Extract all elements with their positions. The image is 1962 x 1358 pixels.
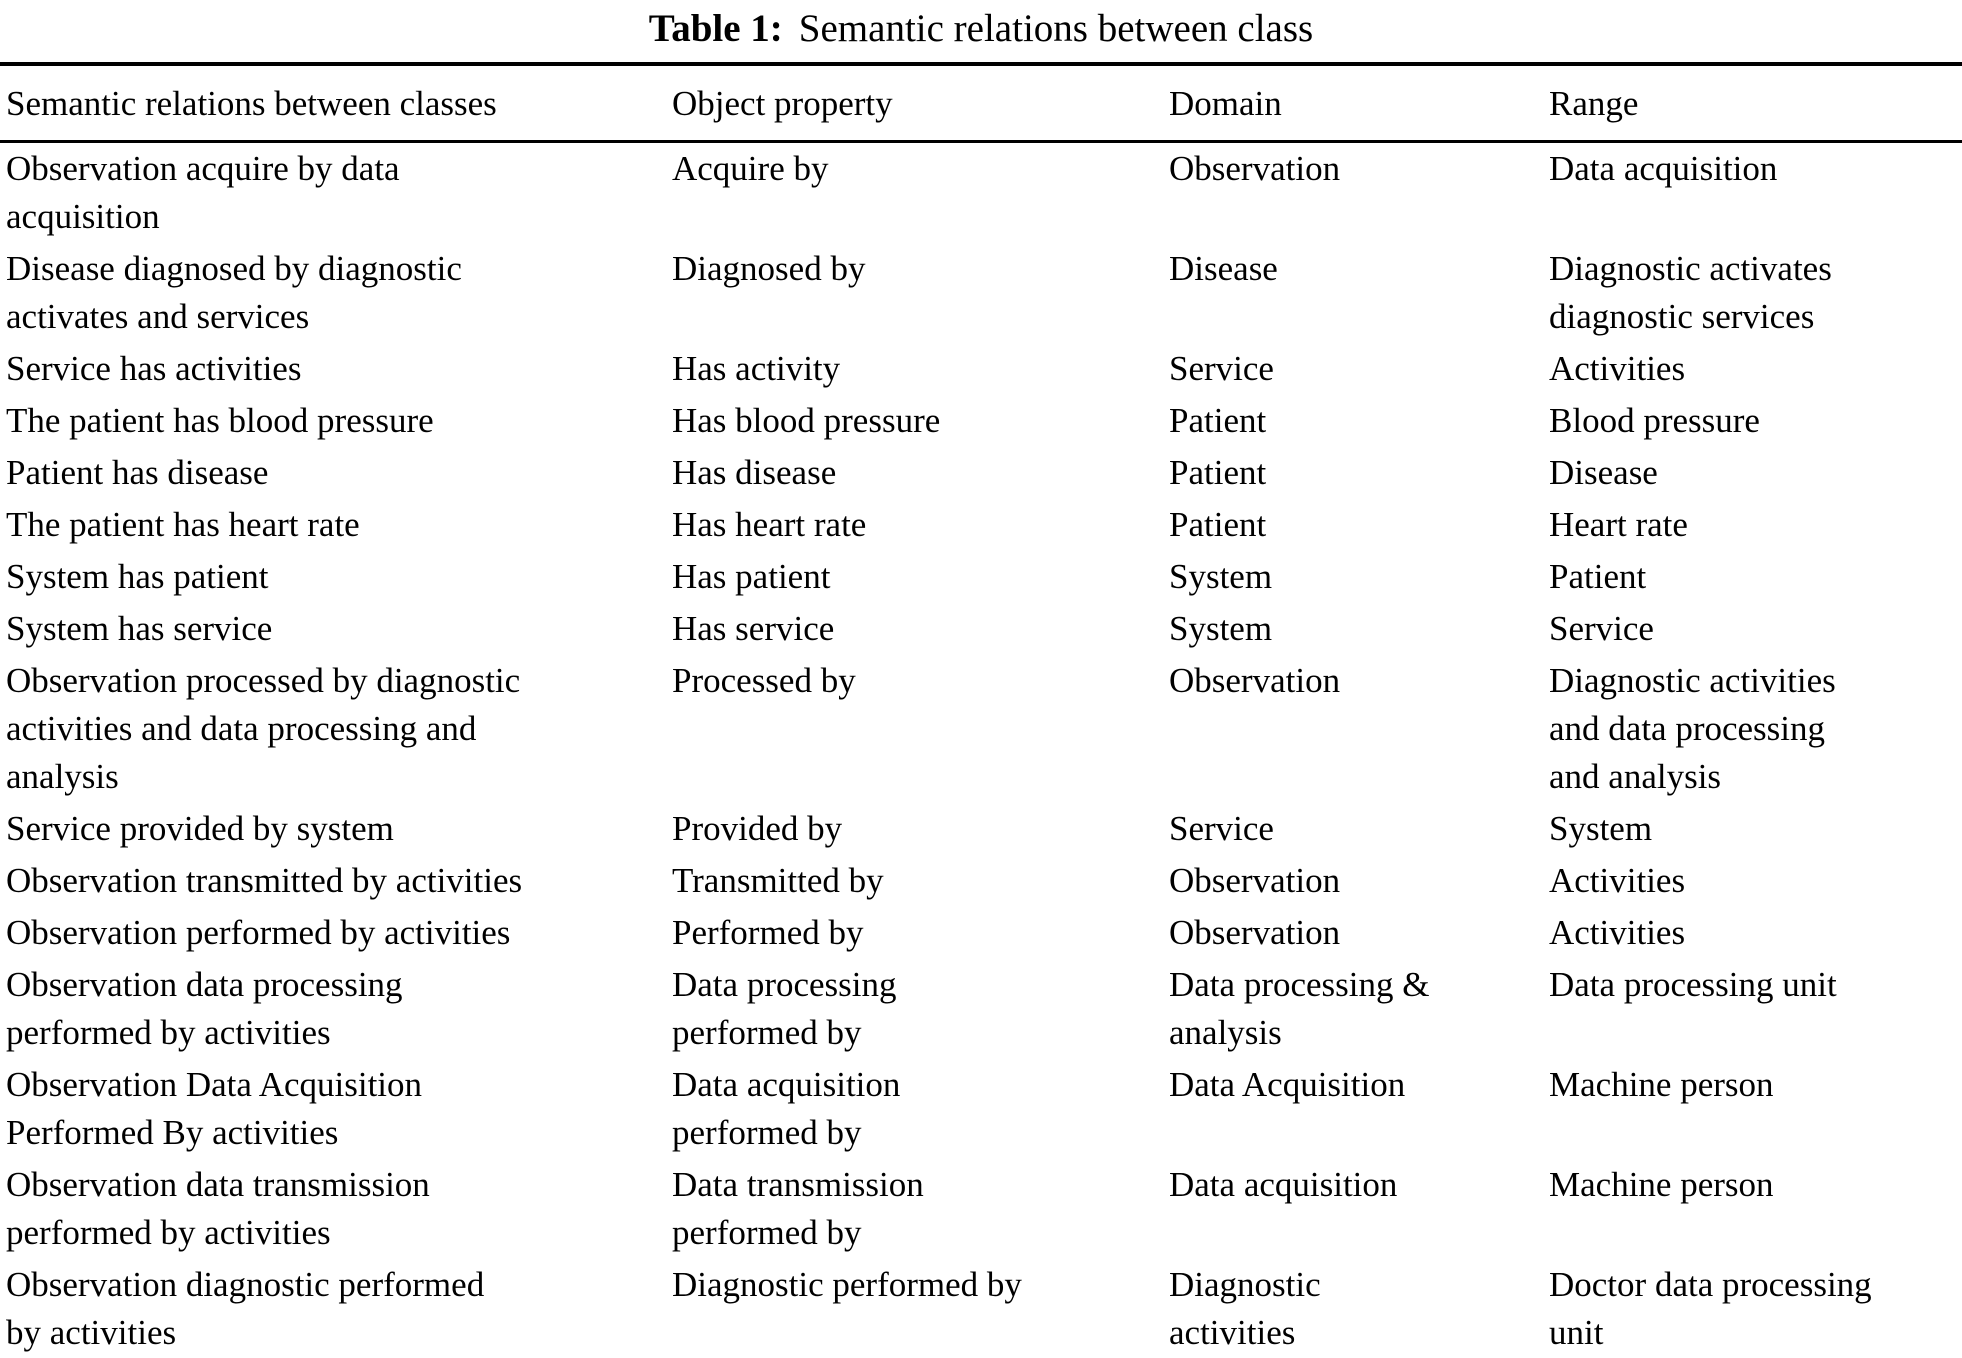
table-cell: Data acquisition performed by <box>672 1065 901 1152</box>
table-cell: Service has activities <box>6 349 302 388</box>
table-cell: Data acquisition <box>1549 149 1778 188</box>
table-caption: Table 1: Semantic relations between class <box>0 0 1962 62</box>
table-cell: Disease diagnosed by diagnostic activate… <box>6 249 462 336</box>
table-row: Observation processed by diagnostic acti… <box>0 655 1962 803</box>
table-cell: Observation <box>1169 861 1341 900</box>
table-cell: Patient <box>1169 401 1267 440</box>
table-cell: Data Acquisition <box>1169 1065 1406 1104</box>
table-row: Observation Data Acquisition Performed B… <box>0 1059 1962 1159</box>
table-row: System has service Has service System Servi… <box>0 603 1962 655</box>
table-cell: Service <box>1169 349 1274 388</box>
table-cell: Disease <box>1169 249 1278 288</box>
table-cell: Data processing & analysis <box>1169 965 1430 1052</box>
table-cell: The patient has blood pressure <box>6 401 434 440</box>
table-row: System has patient Has patient System Patie… <box>0 551 1962 603</box>
table-cell: Observation <box>1169 661 1341 700</box>
table-cell: Activities <box>1549 349 1686 388</box>
table-cell: Data acquisition <box>1169 1165 1398 1204</box>
table-row: Observation data processing performed by… <box>0 959 1962 1059</box>
table-row: Observation diagnostic performed by acti… <box>0 1259 1962 1358</box>
table-cell: Has blood pressure <box>672 401 941 440</box>
table-cell: Observation transmitted by activities <box>6 861 523 900</box>
table-cell: Disease <box>1549 453 1658 492</box>
table-cell: Processed by <box>672 661 856 700</box>
table-cell: Observation data processing performed by… <box>6 965 403 1052</box>
table-cell: Patient <box>1169 505 1267 544</box>
semantic-relations-table: Semantic relations between classes Objec… <box>0 62 1962 1358</box>
table-cell: Observation data transmission performed … <box>6 1165 430 1252</box>
table-cell: Blood pressure <box>1549 401 1760 440</box>
table-cell: Observation <box>1169 913 1341 952</box>
table-cell: Performed by <box>672 913 864 952</box>
table-cell: Has heart rate <box>672 505 867 544</box>
table-cell: Heart rate <box>1549 505 1688 544</box>
table-caption-text: Semantic relations between class <box>798 7 1314 50</box>
table-cell: System has service <box>6 609 273 648</box>
header-row: Semantic relations between classes Objec… <box>0 64 1962 143</box>
table-cell: Patient has disease <box>6 453 269 492</box>
table-cell: Service <box>1169 809 1274 848</box>
table-row: The patient has heart rate Has heart rate… <box>0 499 1962 551</box>
table-cell: Has disease <box>672 453 837 492</box>
table-row: Service has activities Has activity Servic… <box>0 343 1962 395</box>
column-header-relations: Semantic relations between classes <box>0 64 672 143</box>
column-header-domain: Domain <box>1169 64 1549 143</box>
table-cell: Observation performed by activities <box>6 913 511 952</box>
table-cell: Activities <box>1549 861 1686 900</box>
table-row: Patient has disease Has disease Patient Dis… <box>0 447 1962 499</box>
table-cell: System has patient <box>6 557 269 596</box>
table-cell: Diagnosed by <box>672 249 866 288</box>
table-cell: Machine person <box>1549 1065 1774 1104</box>
table-row: Disease diagnosed by diagnostic activate… <box>0 243 1962 343</box>
table-cell: Patient <box>1169 453 1267 492</box>
table-cell: Transmitted by <box>672 861 884 900</box>
table-cell: The patient has heart rate <box>6 505 360 544</box>
table-cell: Has service <box>672 609 835 648</box>
column-header-object-property: Object property <box>672 64 1169 143</box>
table-cell: Acquire by <box>672 149 829 188</box>
table-cell: Diagnostic activates diagnostic services <box>1549 249 1832 336</box>
table-cell: Observation acquire by data acquisition <box>6 149 400 236</box>
table-cell: Service provided by system <box>6 809 394 848</box>
table-cell: Has activity <box>672 349 841 388</box>
table-row: The patient has blood pressure Has blood … <box>0 395 1962 447</box>
table-cell: System <box>1169 609 1273 648</box>
table-cell: Patient <box>1549 557 1647 596</box>
table-cell: Diagnostic activities <box>1169 1265 1321 1352</box>
table-cell: Provided by <box>672 809 843 848</box>
table-row: Service provided by system Provided by Ser… <box>0 803 1962 855</box>
table-cell: System <box>1549 809 1653 848</box>
table-cell: Machine person <box>1549 1165 1774 1204</box>
table-cell: System <box>1169 557 1273 596</box>
table-cell: Observation <box>1169 149 1341 188</box>
table-cell: Data processing performed by <box>672 965 897 1052</box>
table-row: Observation acquire by data acquisition A… <box>0 142 1962 244</box>
table-row: Observation data transmission performed … <box>0 1159 1962 1259</box>
table-row: Observation performed by activities Perfo… <box>0 907 1962 959</box>
table-cell: Data processing unit <box>1549 965 1837 1004</box>
table-cell: Activities <box>1549 913 1686 952</box>
table-cell: Observation diagnostic performed by acti… <box>6 1265 485 1352</box>
table-row: Observation transmitted by activities Tra… <box>0 855 1962 907</box>
table-caption-label: Table 1: <box>648 7 783 50</box>
column-header-range: Range <box>1549 64 1962 143</box>
table-cell: Has patient <box>672 557 831 596</box>
table-cell: Service <box>1549 609 1654 648</box>
table-cell: Diagnostic performed by <box>672 1265 1022 1304</box>
table-cell: Observation Data Acquisition Performed B… <box>6 1065 423 1152</box>
table-cell: Observation processed by diagnostic acti… <box>6 661 521 796</box>
table-cell: Diagnostic activities and data processin… <box>1549 661 1836 796</box>
table-cell: Data transmission performed by <box>672 1165 924 1252</box>
table-cell: Doctor data processing unit <box>1549 1265 1872 1352</box>
